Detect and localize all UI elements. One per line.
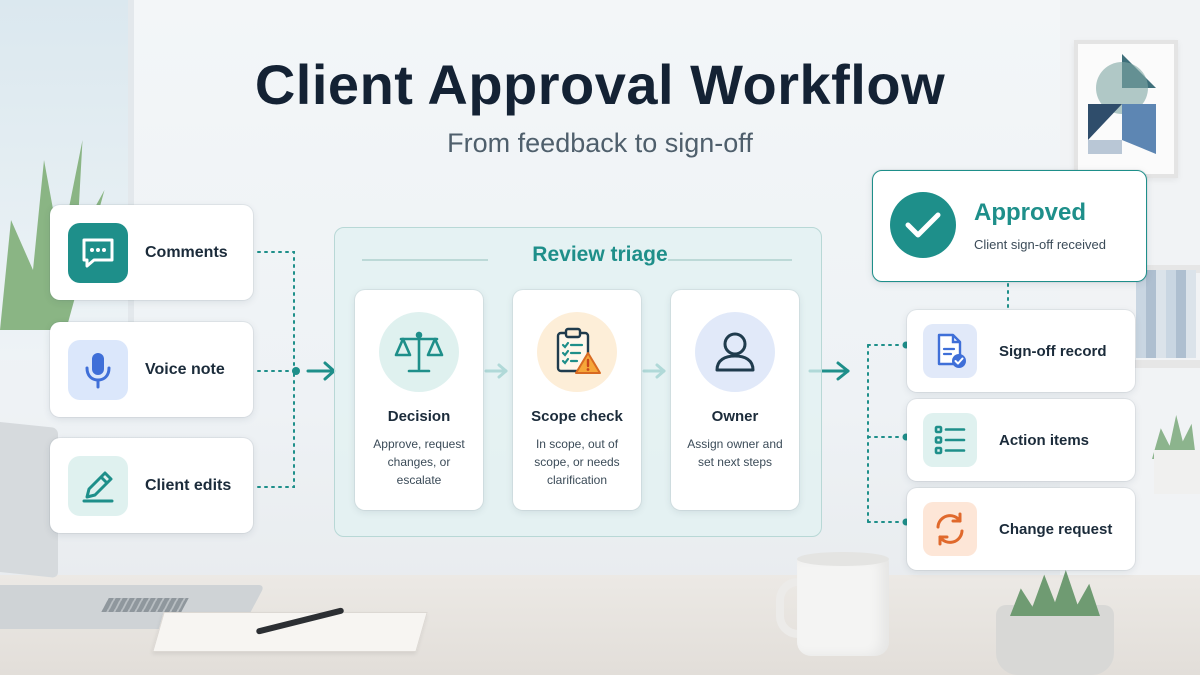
step-title: Owner (711, 408, 759, 425)
connector-comments (257, 251, 295, 373)
input-card-comments[interactable]: Comments (50, 205, 253, 300)
wall-art-picture (1074, 40, 1178, 178)
mug-handle (776, 578, 814, 638)
page-subtitle: From feedback to sign-off (447, 128, 753, 158)
step-description: In scope, out of scope, or needs clarifi… (534, 437, 620, 487)
checklist-icon (923, 413, 977, 467)
approved-title: Approved (974, 199, 1087, 226)
output-card-action-items[interactable]: Action items (907, 399, 1135, 481)
arrow-to-triage (306, 361, 336, 381)
succulent-pot (996, 605, 1114, 675)
step-card-decision[interactable]: Decision Approve, request changes, or es… (355, 290, 483, 510)
step-card-owner[interactable]: Owner Assign owner and set next steps (671, 290, 799, 510)
approved-subtitle: Client sign-off received (974, 237, 1106, 252)
step-title: Decision (387, 408, 451, 425)
scales-icon (379, 312, 459, 392)
document-check-icon (923, 324, 977, 378)
books (1136, 270, 1196, 358)
mug-rim (797, 552, 889, 566)
divider (362, 259, 488, 261)
step-card-scope-check[interactable]: Scope check In scope, out of scope, or n… (513, 290, 641, 510)
pencil-icon (68, 456, 128, 516)
page-title: Client Approval Workflow (254, 53, 946, 116)
step-description: Approve, request changes, or escalate (373, 437, 465, 487)
step-description: Assign owner and set next steps (687, 437, 783, 469)
output-label: Sign-off record (999, 342, 1107, 360)
output-label: Action items (999, 431, 1090, 449)
refresh-icon (923, 502, 977, 556)
coffee-mug (797, 558, 889, 656)
approved-card[interactable]: Approved Client sign-off received (872, 170, 1147, 282)
input-card-voice-note[interactable]: Voice note (50, 322, 253, 417)
output-label: Change request (999, 520, 1113, 538)
output-card-sign-off-record[interactable]: Sign-off record (907, 310, 1135, 392)
connector-node (292, 367, 300, 375)
divider (668, 259, 792, 261)
input-card-client-edits[interactable]: Client edits (50, 438, 253, 533)
input-label: Voice note (145, 360, 225, 378)
output-card-change-request[interactable]: Change request (907, 488, 1135, 570)
triage-title: Review triage (532, 243, 668, 266)
small-plant-pot (1154, 450, 1200, 494)
person-icon (695, 312, 775, 392)
input-label: Comments (145, 243, 228, 261)
checkmark-icon (890, 192, 956, 258)
window-frame (0, 0, 134, 360)
step-title: Scope check (531, 408, 623, 425)
microphone-icon (68, 340, 128, 400)
chat-bubble-icon (68, 223, 128, 283)
input-label: Client edits (145, 476, 232, 494)
connector-edits (257, 371, 295, 488)
shelf (1080, 360, 1200, 368)
clipboard-warning-icon (537, 312, 617, 392)
